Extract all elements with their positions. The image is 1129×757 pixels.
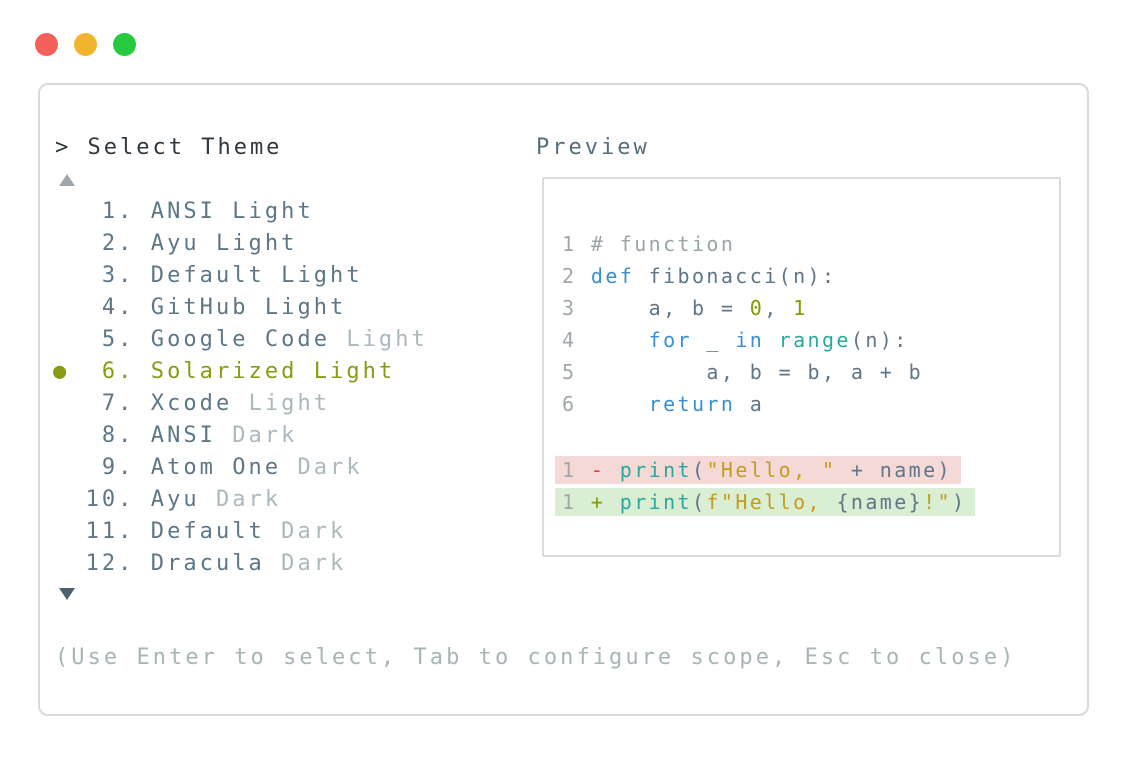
theme-item-name: Default bbox=[150, 263, 282, 288]
theme-list-item[interactable]: 11. Default Dark bbox=[53, 516, 428, 548]
theme-item-name: ANSI bbox=[150, 423, 233, 448]
code-line: 2 def fibonacci(n): bbox=[562, 264, 837, 288]
code-line: 3 a, b = 0, 1 bbox=[562, 296, 808, 320]
code-line: 6 return a bbox=[562, 392, 765, 416]
theme-list-item[interactable]: 1. ANSI Light bbox=[53, 196, 428, 228]
theme-item-name: GitHub bbox=[150, 295, 265, 320]
theme-item-number: 6. bbox=[85, 359, 151, 384]
code-line: 5 a, b = b, a + b bbox=[562, 360, 924, 384]
theme-item-variant: Dark bbox=[232, 423, 298, 448]
theme-item-name: Default bbox=[150, 519, 282, 544]
theme-list-item[interactable]: 9. Atom One Dark bbox=[53, 452, 428, 484]
selected-bullet-icon: ● bbox=[53, 359, 86, 384]
theme-item-variant: Dark bbox=[281, 519, 347, 544]
theme-item-number: 10. bbox=[85, 487, 151, 512]
theme-item-name: Dracula bbox=[150, 551, 282, 576]
theme-item-number: 12. bbox=[85, 551, 151, 576]
theme-item-name: Atom One bbox=[150, 455, 298, 480]
theme-item-name: Ayu bbox=[150, 487, 216, 512]
code-preview: 1 # function 2 def fibonacci(n): 3 a, b = … bbox=[555, 228, 976, 516]
code-line: 4 for _ in range(n): bbox=[562, 328, 909, 352]
theme-item-variant: Dark bbox=[281, 551, 347, 576]
theme-item-variant: Dark bbox=[297, 455, 363, 480]
diff-highlight-band: 1 + print(f"Hello, {name}!") bbox=[555, 487, 976, 516]
theme-item-number: 3. bbox=[85, 263, 151, 288]
theme-list-item[interactable]: 7. Xcode Light bbox=[53, 388, 428, 420]
theme-list-item[interactable]: 12. Dracula Dark bbox=[53, 548, 428, 580]
scroll-down-icon[interactable] bbox=[59, 588, 75, 600]
theme-list-item[interactable]: 3. Default Light bbox=[53, 260, 428, 292]
theme-item-name: ANSI bbox=[150, 199, 233, 224]
theme-item-number: 8. bbox=[85, 423, 151, 448]
theme-item-number: 9. bbox=[85, 455, 151, 480]
theme-item-number: 7. bbox=[85, 391, 151, 416]
code-line: 1 # function bbox=[562, 232, 736, 256]
traffic-light-minimize-button[interactable] bbox=[74, 33, 97, 56]
theme-item-number: 4. bbox=[85, 295, 151, 320]
theme-item-number: 2. bbox=[85, 231, 151, 256]
help-text: (Use Enter to select, Tab to configure s… bbox=[55, 645, 1017, 670]
theme-list-item[interactable]: 5. Google Code Light bbox=[53, 324, 428, 356]
theme-item-number: 11. bbox=[85, 519, 151, 544]
theme-list: 1. ANSI Light 2. Ayu Light 3. Default Li… bbox=[53, 196, 428, 580]
diff-line-removed: 1 - print("Hello, " + name) bbox=[555, 452, 975, 484]
page-title: > Select Theme bbox=[55, 135, 283, 160]
theme-item-variant: Light bbox=[281, 263, 363, 288]
theme-list-item[interactable]: 10. Ayu Dark bbox=[53, 484, 428, 516]
theme-item-name: Google Code bbox=[150, 327, 347, 352]
theme-item-name: Xcode bbox=[150, 391, 249, 416]
scroll-up-icon[interactable] bbox=[59, 174, 75, 186]
theme-item-name: Ayu bbox=[150, 231, 216, 256]
theme-item-variant: Light bbox=[232, 199, 314, 224]
theme-item-variant: Light bbox=[346, 327, 428, 352]
theme-list-item[interactable]: 2. Ayu Light bbox=[53, 228, 428, 260]
traffic-light-zoom-button[interactable] bbox=[113, 33, 136, 56]
diff-highlight-band: 1 - print("Hello, " + name) bbox=[555, 455, 961, 484]
theme-item-variant: Dark bbox=[215, 487, 282, 512]
theme-item-name: Solarized bbox=[150, 359, 314, 384]
theme-item-variant: Light bbox=[313, 359, 396, 384]
theme-list-item[interactable]: 4. GitHub Light bbox=[53, 292, 428, 324]
theme-list-item[interactable]: ● 6. Solarized Light bbox=[53, 356, 428, 388]
theme-item-variant: Light bbox=[215, 231, 298, 256]
theme-item-number: 5. bbox=[85, 327, 151, 352]
code-line bbox=[562, 420, 975, 452]
preview-label: Preview bbox=[536, 135, 650, 160]
traffic-light-close-button[interactable] bbox=[35, 33, 58, 56]
theme-item-number: 1. bbox=[85, 199, 151, 224]
theme-item-variant: Light bbox=[264, 295, 347, 320]
diff-line-added: 1 + print(f"Hello, {name}!") bbox=[555, 484, 976, 516]
theme-item-variant: Light bbox=[248, 391, 331, 416]
theme-list-item[interactable]: 8. ANSI Dark bbox=[53, 420, 428, 452]
